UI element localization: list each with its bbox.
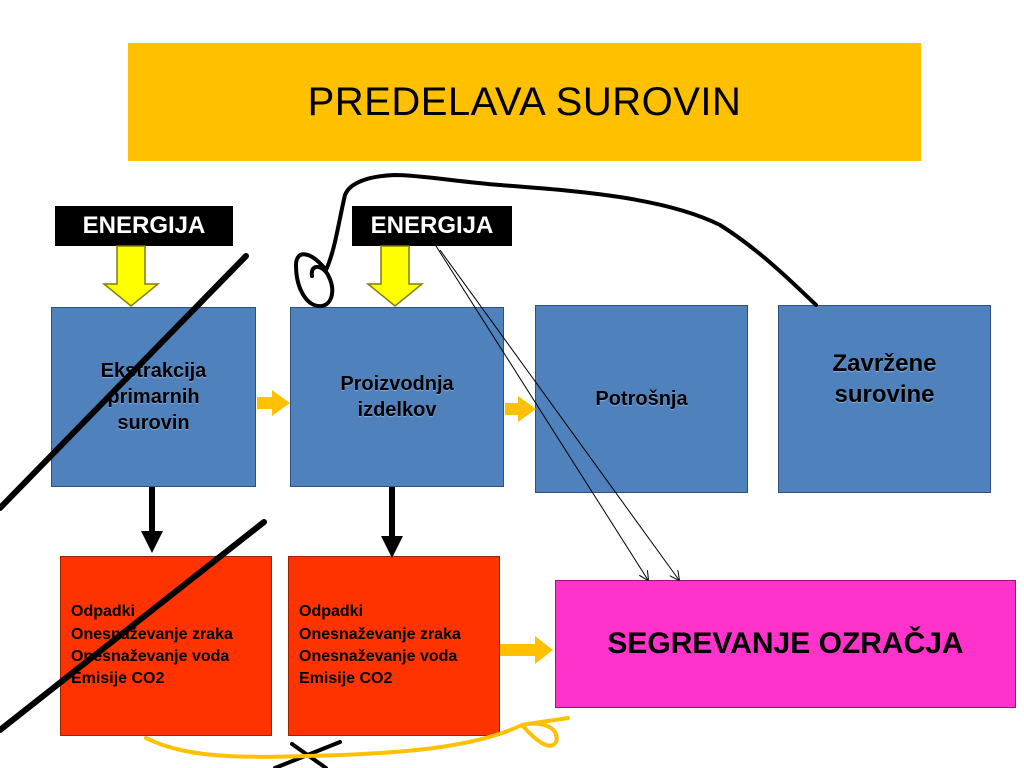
extraction-label: Ekstrakcija primarnih surovin: [100, 360, 207, 434]
discarded-materials-label: Zavržene surovine: [832, 349, 937, 408]
consumption-box: Potrošnja: [535, 305, 748, 493]
global-warming-box: SEGREVANJE OZRAČJA: [555, 580, 1016, 708]
impact-item: Odpadki: [71, 603, 136, 621]
impact-item: Onesnaževanje zraka: [299, 625, 461, 643]
energy-arrow-down: [101, 245, 161, 307]
flow-arrow-right: [505, 396, 536, 422]
consumption-label: Potrošnja: [595, 388, 688, 410]
strike-line: [273, 740, 342, 768]
flow-arrow-right: [500, 636, 553, 664]
impacts-box-extraction: Odpadki Onesnaževanje zraka Onesnaževanj…: [60, 556, 272, 736]
flow-arrow-down: [381, 536, 403, 558]
impact-item: Onesnaževanje voda: [299, 648, 458, 665]
flow-arrow-down: [141, 531, 163, 553]
extraction-box: Ekstrakcija primarnih surovin: [51, 307, 256, 487]
page-title: PREDELAVA SUROVIN: [307, 79, 742, 124]
impact-item: Emisije CO2: [299, 670, 393, 688]
production-label: Proizvodnja izdelkov: [340, 373, 454, 421]
strike-line: [290, 742, 328, 768]
title-banner: PREDELAVA SUROVIN: [128, 43, 921, 161]
energy-arrow-down: [365, 245, 425, 307]
impact-item: Onesnaževanje voda: [71, 648, 230, 665]
energy-label-production: ENERGIJA: [352, 206, 512, 246]
impact-item: Emisije CO2: [71, 670, 165, 688]
impacts-box-production: Odpadki Onesnaževanje zraka Onesnaževanj…: [288, 556, 500, 736]
energy-label-extraction: ENERGIJA: [55, 206, 233, 246]
global-warming-label: SEGREVANJE OZRAČJA: [607, 627, 964, 660]
discarded-materials-box: Zavržene surovine: [778, 305, 991, 493]
flow-arrow-right: [257, 390, 290, 416]
impact-item: Odpadki: [299, 603, 364, 621]
impact-item: Onesnaževanje zraka: [71, 625, 233, 643]
production-box: Proizvodnja izdelkov: [290, 307, 504, 487]
